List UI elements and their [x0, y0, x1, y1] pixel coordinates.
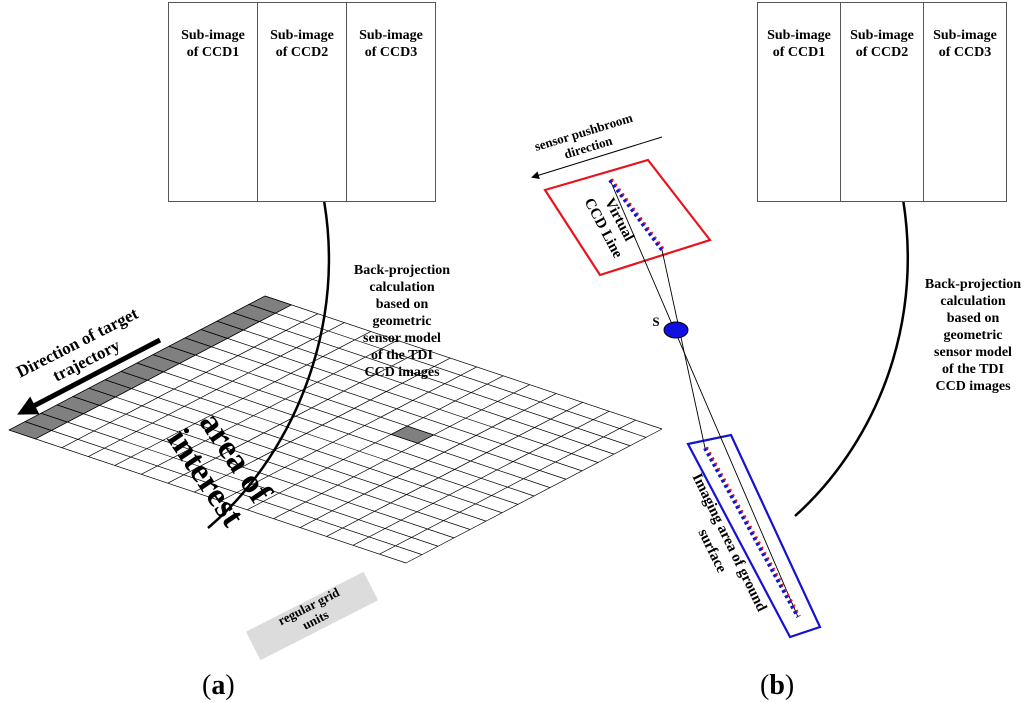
grid-line: [273, 384, 530, 519]
grid-a: [8, 295, 663, 564]
ground-line-red: [706, 446, 801, 617]
projection-center-label: S: [652, 314, 660, 329]
virtual-ccd-box: [543, 158, 712, 277]
grid-line: [232, 312, 631, 447]
grid-line: [167, 348, 424, 484]
grid-line: [299, 393, 557, 528]
grid-line: [56, 404, 455, 539]
grid-line: [72, 396, 471, 530]
grid-selected-cell: [390, 425, 435, 444]
grid-line: [264, 295, 663, 430]
grid-line: [141, 340, 398, 475]
grid-line: [405, 428, 663, 564]
grid-line: [114, 331, 372, 466]
ccd3-cell-b: Sub-image of CCD3: [933, 28, 997, 60]
grid-line: [61, 313, 319, 449]
grid-line: [24, 421, 423, 555]
panel-label-a: (a): [202, 670, 235, 701]
virtual-ccd-line-red: [611, 178, 665, 250]
grid-line: [120, 371, 519, 505]
ray-1: [609, 179, 799, 618]
grid-line: [352, 410, 610, 546]
grid-line: [168, 345, 567, 480]
ccd3-cell-a: Sub-image of CCD3: [359, 28, 423, 60]
panel-label-b-letter: b: [769, 670, 785, 701]
grid-line: [40, 412, 439, 547]
ccd-box-a: Sub-image of CCD1 Sub-image of CCD2 Sub-…: [168, 2, 436, 202]
grid-line: [326, 402, 583, 537]
ccd-box-b: Sub-image of CCD1 Sub-image of CCD2 Sub-…: [757, 2, 1007, 202]
grid-line: [247, 375, 504, 511]
grid-line: [8, 295, 266, 431]
ray-2: [661, 249, 706, 449]
grid-line: [248, 304, 647, 438]
pushbroom-arrow: [531, 136, 663, 180]
grid-line: [88, 387, 487, 522]
grid-line: [200, 329, 599, 463]
projection-center: [663, 321, 689, 339]
imaging-area-box: [686, 433, 822, 639]
ccd1-cell-a: Sub-image of CCD1: [169, 3, 258, 201]
grid-line: [136, 362, 535, 497]
grid-line: [35, 304, 292, 440]
grid-line: [88, 322, 345, 457]
grid-line: [216, 320, 615, 455]
grid-line: [152, 354, 551, 488]
backprojection-arrow-a: [207, 148, 331, 529]
grid-line: [8, 429, 407, 564]
grid-line: [194, 357, 451, 493]
ground-line-blue: [703, 447, 800, 618]
backprojection-text-b: Back-projection calculation based on geo…: [924, 277, 1022, 394]
panel-label-b: (b): [760, 670, 795, 701]
grid-line: [379, 419, 636, 555]
ccd2-cell-b: Sub-image of CCD2: [841, 3, 924, 201]
grid-line: [184, 337, 583, 472]
grid-line: [104, 379, 503, 514]
trajectory-arrow: [17, 337, 162, 415]
backprojection-arrow-b: [794, 137, 909, 517]
virtual-ccd-line-blue: [608, 178, 664, 252]
grid-line: [220, 366, 477, 502]
panel-label-a-letter: a: [211, 670, 226, 701]
ccd2-cell-a: Sub-image of CCD2: [258, 3, 347, 201]
backprojection-text-a: Back-projection calculation based on geo…: [353, 263, 451, 380]
ccd1-cell-b: Sub-image of CCD1: [758, 3, 841, 201]
